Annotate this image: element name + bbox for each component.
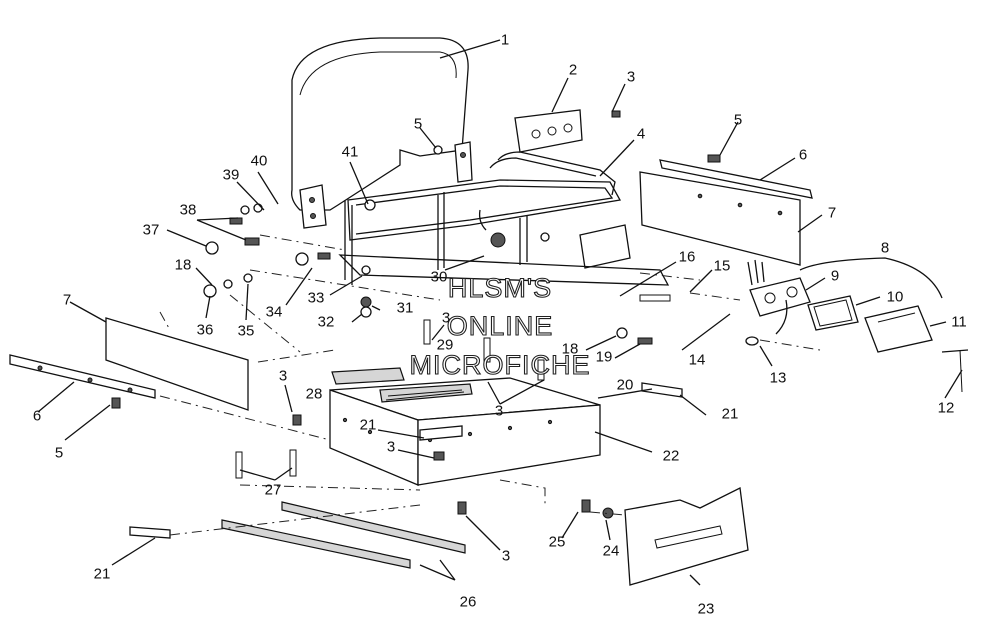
callout-32: 32 [318,314,335,331]
callout-16: 16 [679,249,696,266]
callout-18: 18 [175,257,192,274]
hardware-fasteners [111,110,963,519]
callout-5: 5 [55,445,63,462]
callout-22: 22 [663,448,680,465]
left-side-panel [9,317,249,411]
callout-40: 40 [251,153,268,170]
cover-plate [624,487,749,586]
callout-31: 31 [397,300,414,317]
callout-7: 7 [63,292,71,309]
callout-5: 5 [734,112,742,129]
callout-26: 26 [460,594,477,611]
callout-8: 8 [881,240,889,257]
callout-19: 19 [596,349,613,366]
callout-33: 33 [308,290,325,307]
floor-rails [221,501,466,569]
callout-28: 28 [306,386,323,403]
callout-15: 15 [714,258,731,275]
assembly-centerlines [159,234,821,536]
floor-mat [331,367,405,385]
callout-10: 10 [887,289,904,306]
watermark: HLSM'S ONLINE MICROFICHE [409,272,591,380]
callout-23: 23 [698,601,715,618]
callout-11: 11 [951,314,967,331]
callout-25: 25 [549,534,566,551]
callout-21: 21 [360,417,377,434]
watermark-line-1: HLSM'S [448,273,552,303]
bracket-plate [514,109,583,153]
callout-29: 29 [437,337,454,354]
seat-back-cushion [291,37,473,229]
callout-6: 6 [799,147,807,164]
callout-3: 3 [502,548,510,565]
callout-41: 41 [342,144,359,161]
callout-3: 3 [279,368,287,385]
callout-38: 38 [180,202,197,219]
callout-2: 2 [569,62,577,79]
callout-21: 21 [94,566,111,583]
callout-37: 37 [143,222,160,239]
callout-27: 27 [265,482,282,499]
callout-36: 36 [197,322,214,339]
right-side-panel [639,159,813,266]
storage-box [329,377,601,486]
watermark-line-3: MICROFICHE [410,350,591,380]
taillight-assembly [745,259,969,353]
callout-9: 9 [831,268,839,285]
callout-3: 3 [627,69,635,86]
callout-39: 39 [223,167,240,184]
callout-4: 4 [637,126,645,143]
callout-21: 21 [722,406,739,423]
callout-13: 13 [770,370,787,387]
callout-34: 34 [266,304,283,321]
callout-35: 35 [238,323,255,340]
watermark-line-2: ONLINE [447,311,554,341]
callout-7: 7 [828,205,836,222]
callout-6: 6 [33,408,41,425]
callout-20: 20 [617,377,634,394]
rear-rack-frame [338,151,670,286]
callout-18: 18 [562,341,579,358]
callout-30: 30 [431,269,448,286]
callout-3: 3 [442,310,450,327]
callout-5: 5 [414,116,422,133]
callout-3: 3 [495,403,503,420]
callout-24: 24 [603,543,620,560]
callout-1: 1 [501,32,509,49]
callout-3: 3 [387,439,395,456]
callout-14: 14 [689,352,706,369]
callout-numbers: 1 2 3 4 5 5 6 7 8 9 10 11 12 13 14 15 16… [33,32,967,618]
leader-lines [37,39,963,586]
callout-12: 12 [938,400,955,417]
